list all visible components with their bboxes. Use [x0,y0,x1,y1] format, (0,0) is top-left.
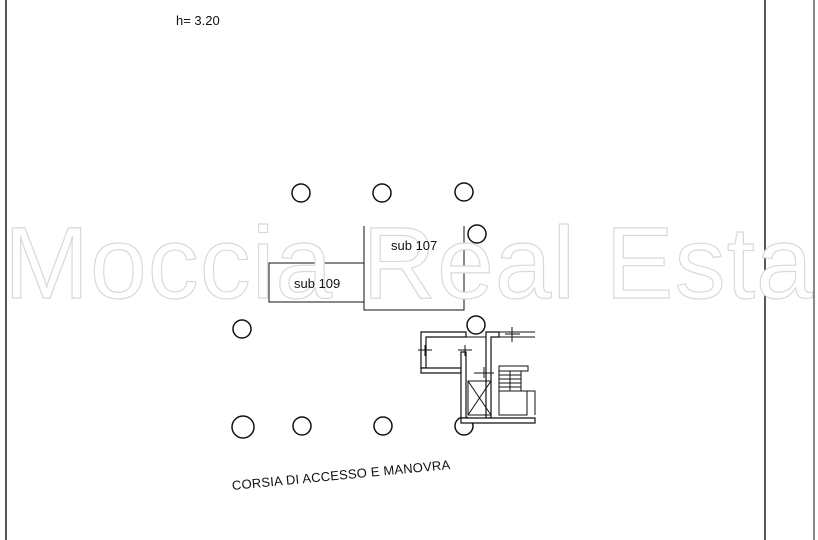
unit-sub-107-outline [363,226,465,311]
columns [231,182,487,439]
column [292,416,312,436]
unit-label-sub-107: sub 107 [391,238,438,253]
column [373,416,393,436]
column [466,315,486,335]
unit-label-sub-109: sub 109 [294,276,341,291]
column [232,319,252,339]
column [372,183,392,203]
parking-units [268,226,465,311]
unit-sub-109-outline [268,262,364,303]
column [454,182,474,202]
column [467,224,487,244]
stair-core [418,327,536,424]
column [231,415,255,439]
column [291,183,311,203]
ceiling-height-label: h= 3.20 [176,13,220,28]
